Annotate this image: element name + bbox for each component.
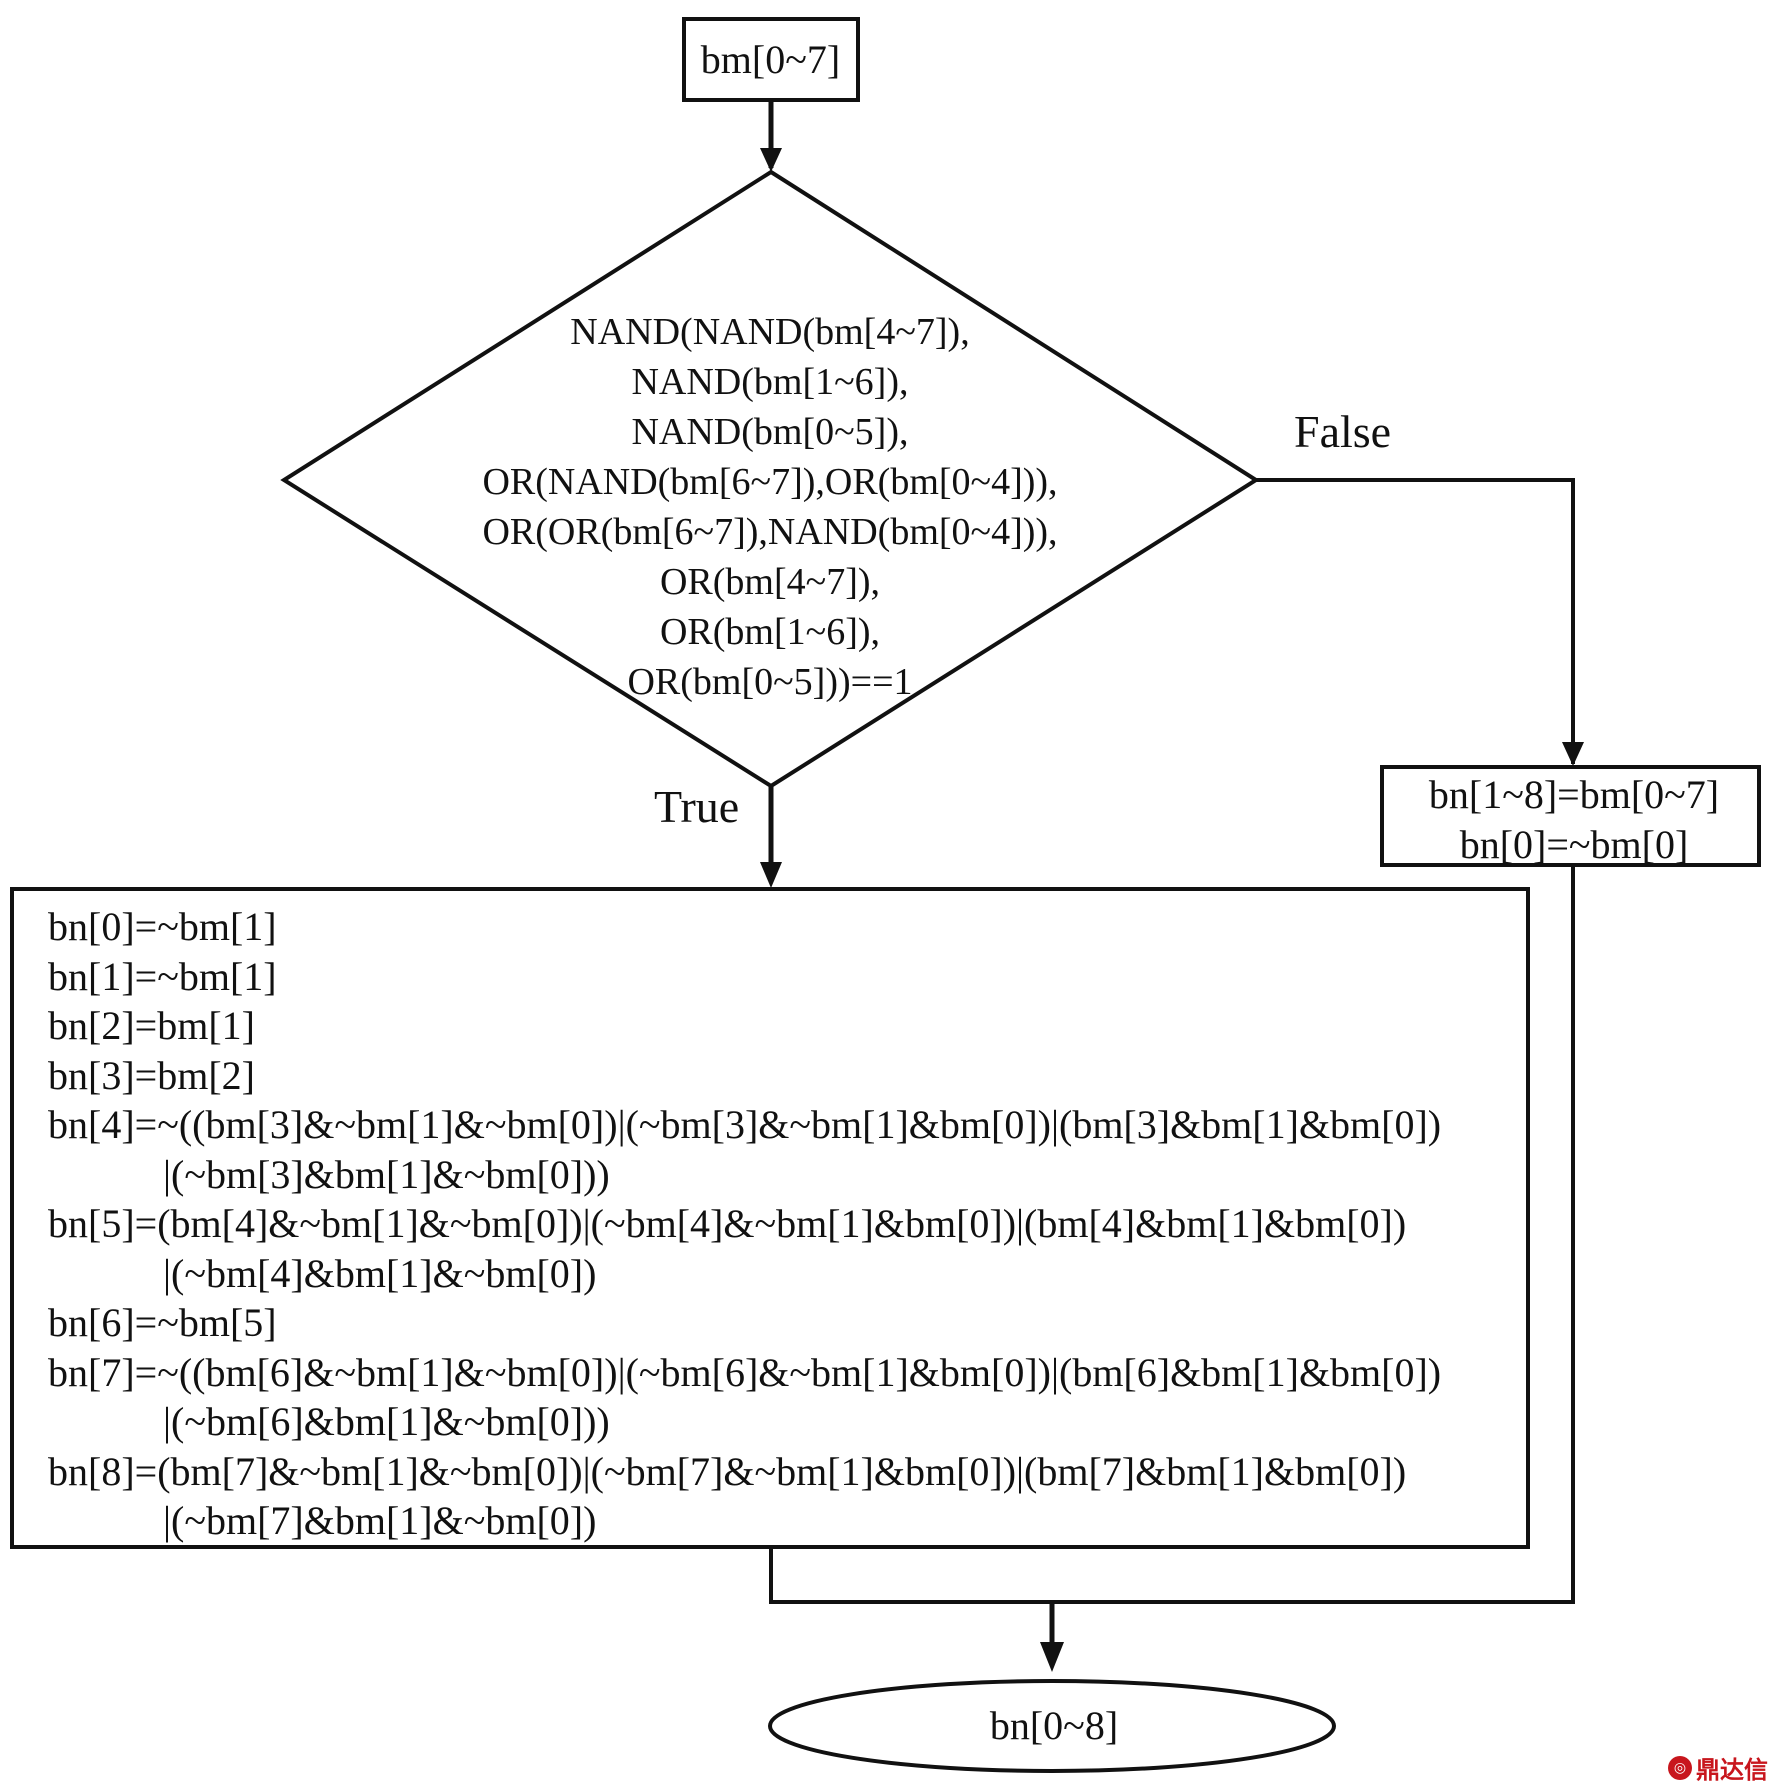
- decision-line: NAND(NAND(bm[4~7]),: [570, 311, 970, 353]
- watermark-logo: ◎ 鼎达信: [1668, 1750, 1768, 1785]
- true-box-line: bn[8]=(bm[7]&~bm[1]&~bm[0])|(~bm[7]&~bm[…: [48, 1448, 1407, 1494]
- true-box-line-continuation: |(~bm[7]&bm[1]&~bm[0]): [163, 1498, 597, 1543]
- decision-line: OR(OR(bm[6~7]),NAND(bm[0~4])),: [482, 511, 1058, 553]
- false-box-line: bn[1~8]=bm[0~7]: [1428, 772, 1720, 817]
- arrowhead-false-branch: [1562, 742, 1584, 766]
- true-branch-label: True: [654, 781, 740, 832]
- true-box-line: bn[4]=~((bm[3]&~bm[1]&~bm[0])|(~bm[3]&~b…: [48, 1102, 1442, 1147]
- arrowhead-true-branch: [760, 862, 782, 888]
- arrowhead-merge-to-end: [1040, 1642, 1064, 1672]
- true-box-line: bn[3]=bm[2]: [48, 1052, 255, 1098]
- decision-line: OR(NAND(bm[6~7]),OR(bm[0~4])),: [482, 461, 1058, 503]
- true-box-line: bn[1]=~bm[1]: [48, 953, 277, 999]
- false-box-content: bn[1~8]=bm[0~7] bn[0]=~bm[0]: [1386, 770, 1762, 870]
- true-box-line-continuation: |(~bm[6]&bm[1]&~bm[0])): [163, 1399, 610, 1444]
- end-label: bn[0~8]: [989, 1702, 1119, 1748]
- end-ellipse: [768, 1679, 1336, 1773]
- decision-line: OR(bm[4~7]),: [659, 561, 881, 603]
- false-branch-line: [1256, 478, 1575, 764]
- true-box-line: bn[2]=bm[1]: [48, 1003, 255, 1048]
- true-box-line: bn[6]=~bm[5]: [48, 1300, 277, 1345]
- false-merge-line: [1052, 865, 1575, 1604]
- decision-line: OR(bm[0~5]))==1: [627, 661, 913, 703]
- decision-condition: NAND(NAND(bm[4~7]), NAND(bm[1~6]), NAND(…: [360, 307, 1180, 707]
- false-branch-label: False: [1294, 406, 1392, 457]
- true-box-line-continuation: |(~bm[4]&bm[1]&~bm[0]): [163, 1250, 597, 1296]
- arrowhead-start-to-decision: [760, 148, 782, 172]
- decision-line: NAND(bm[1~6]),: [631, 361, 909, 403]
- watermark-text: 鼎达信: [1696, 1756, 1768, 1784]
- start-label: bm[0~7]: [700, 37, 841, 82]
- true-box-line-continuation: |(~bm[3]&bm[1]&~bm[0])): [163, 1151, 610, 1197]
- logo-mark-icon: ◎: [1668, 1755, 1692, 1780]
- true-box-line: bn[7]=~((bm[6]&~bm[1]&~bm[0])|(~bm[6]&~b…: [48, 1349, 1442, 1395]
- true-box-line: bn[5]=(bm[4]&~bm[1]&~bm[0])|(~bm[4]&~bm[…: [48, 1201, 1407, 1246]
- true-merge-line: [769, 1547, 1052, 1604]
- true-box-content: bn[0]=~bm[1] bn[1]=~bm[1] bn[2]=bm[1] bn…: [48, 902, 1441, 1546]
- true-box-line: bn[0]=~bm[1]: [48, 904, 277, 949]
- decision-line: OR(bm[1~6]),: [659, 611, 881, 653]
- false-box-line: bn[0]=~bm[0]: [1459, 822, 1689, 867]
- decision-line: NAND(bm[0~5]),: [631, 411, 909, 453]
- false-result-box: [1380, 765, 1761, 867]
